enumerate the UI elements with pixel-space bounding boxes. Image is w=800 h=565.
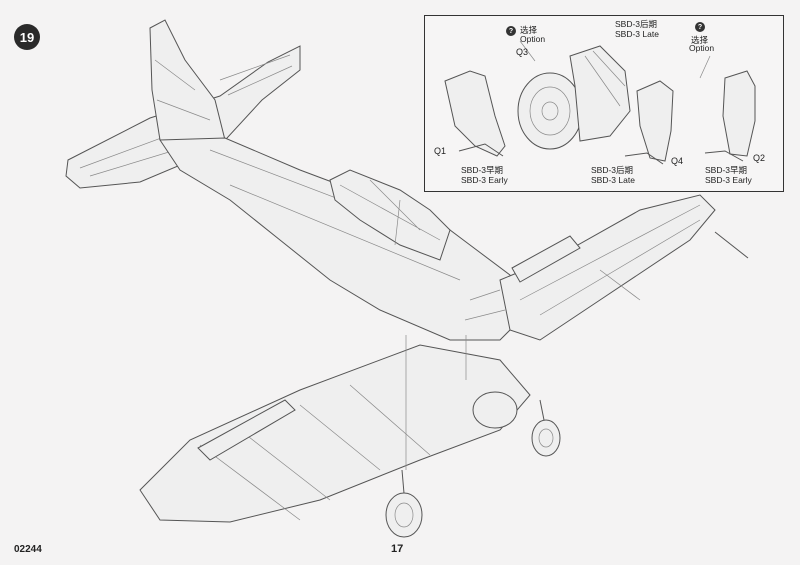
part-label-q4: Q4 <box>671 156 684 166</box>
option-icon-left: ? <box>506 26 516 36</box>
part-label-q2: Q2 <box>753 153 766 163</box>
variant-late-top-en: SBD-3 Late <box>615 29 659 39</box>
kit-code: 02244 <box>14 544 42 555</box>
variant-early-left-en: SBD-3 Early <box>461 175 508 185</box>
option-label-right-cn: 选择 <box>691 35 709 45</box>
option-icon-right: ? <box>695 22 705 32</box>
part-label-q1: Q1 <box>434 146 447 156</box>
option-label-left-cn: 选择 <box>520 25 538 35</box>
cowling-parts-illustration <box>444 40 756 165</box>
variant-late-bottom-cn: SBD-3后期 <box>591 165 634 175</box>
option-label-left-en: Option <box>520 34 546 44</box>
engine-cowling-inset: ? 选择 Option SBD-3后期 SBD-3 Late Q3 ? 选择 O… <box>424 15 784 192</box>
variant-early-right-cn: SBD-3早期 <box>705 165 748 175</box>
page-number: 17 <box>391 543 404 555</box>
variant-late-top-cn: SBD-3后期 <box>615 19 658 29</box>
variant-early-right-en: SBD-3 Early <box>705 175 752 185</box>
option-label-right-en: Option <box>689 43 715 53</box>
step-number-badge: 19 <box>14 24 40 50</box>
variant-early-left-cn: SBD-3早期 <box>461 165 504 175</box>
variant-late-bottom-en: SBD-3 Late <box>591 175 635 185</box>
part-label-q3: Q3 <box>516 47 529 57</box>
